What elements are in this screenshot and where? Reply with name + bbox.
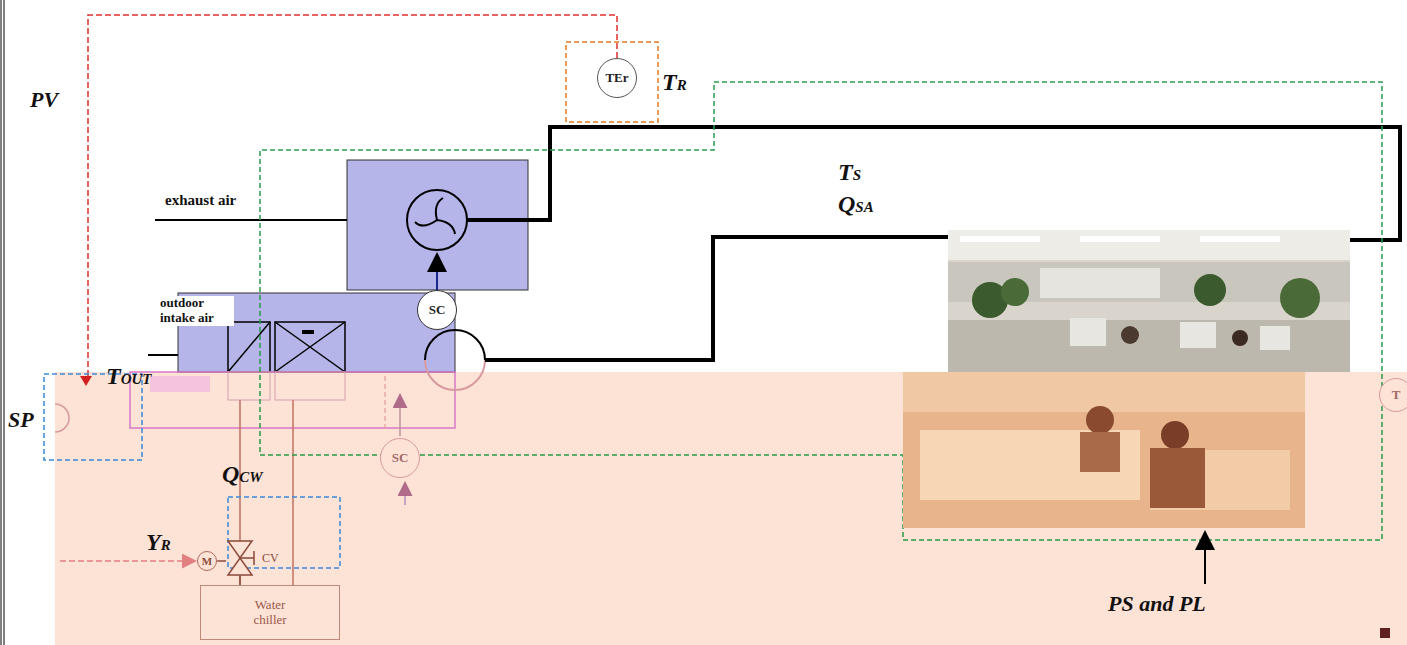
speed-controller: SC: [380, 438, 420, 478]
node-text: M: [202, 555, 212, 567]
speed-controller: SC: [417, 290, 457, 330]
variable-label: TS: [838, 160, 861, 185]
signal-label: PV: [30, 88, 58, 111]
pipe-connector: [217, 560, 226, 562]
water-chiller: Water chiller: [200, 585, 340, 640]
signal-label: SP: [8, 408, 34, 431]
node-text: Water chiller: [240, 598, 300, 628]
variable-label: TR: [662, 70, 687, 95]
node-text: SC: [392, 450, 409, 466]
node-text: CV: [262, 551, 279, 566]
variable-label: TOUT: [106, 364, 152, 389]
variable-label: QCW: [222, 462, 263, 487]
air-label: outdoor intake air: [158, 296, 234, 326]
signal-label: YR: [146, 530, 171, 555]
node-text: T: [1392, 387, 1401, 403]
variable-label: QSA: [838, 192, 874, 217]
node-text: SC: [429, 302, 446, 318]
valve-symbol: [226, 540, 260, 576]
control-valve: CV: [226, 540, 279, 576]
air-label: exhaust air: [165, 193, 236, 209]
temperature-sensor: T: [1379, 378, 1407, 412]
valve-motor: M: [197, 551, 217, 571]
pipe-connector: [239, 576, 241, 585]
variable-label: PS and PL: [1108, 592, 1206, 615]
temperature-sensor: TEr: [597, 58, 637, 98]
node-text: TEr: [605, 70, 628, 86]
